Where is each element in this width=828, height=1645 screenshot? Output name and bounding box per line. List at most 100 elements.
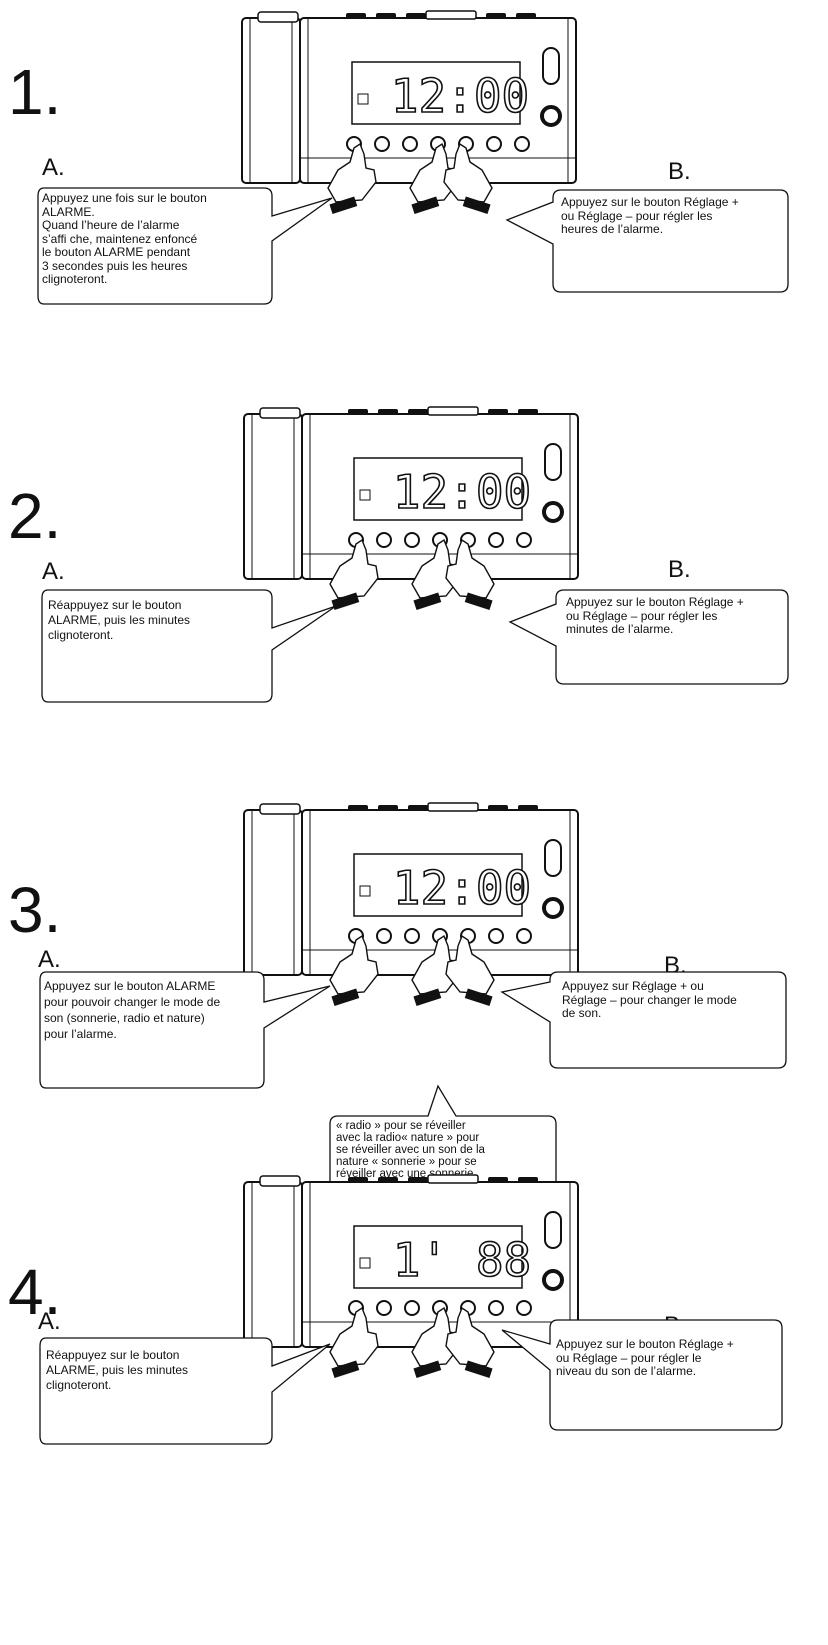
front-button <box>516 532 532 548</box>
pointing-hand-right <box>445 1306 495 1379</box>
label-a: A. <box>38 946 61 973</box>
pointing-hand-left <box>329 538 379 611</box>
top-button <box>346 13 366 19</box>
top-button <box>406 13 426 19</box>
lcd-digits: 12:00 <box>393 861 531 915</box>
pointing-hand-right <box>443 142 493 215</box>
alarm-icon <box>359 489 371 501</box>
lcd-window <box>353 1225 523 1289</box>
front-button <box>404 1300 420 1316</box>
front-button <box>516 1300 532 1316</box>
clock-radio-illustration: 1' 88 <box>243 1174 579 1379</box>
pointing-hand-right <box>445 538 495 611</box>
label-b: B. <box>668 556 691 583</box>
top-button <box>348 805 368 811</box>
front-button <box>374 136 390 152</box>
bubble-a-text: Réappuyez sur le bouton ALARME, puis les… <box>48 598 191 642</box>
bubble-b-shape <box>505 189 789 293</box>
projector-body <box>241 17 301 184</box>
snooze-bar <box>427 406 479 416</box>
front-button <box>376 1300 392 1316</box>
top-button <box>518 1177 538 1183</box>
lcd-digits: 12:00 <box>393 465 531 519</box>
step-number: 1. <box>8 56 62 128</box>
alarm-icon <box>357 93 369 105</box>
snooze-bar <box>427 1174 479 1184</box>
pointing-hand-left <box>329 1306 379 1379</box>
lcd-digits: 1' 88 <box>393 1233 531 1287</box>
front-button <box>404 532 420 548</box>
top-button <box>378 409 398 415</box>
top-button <box>408 409 428 415</box>
step-4: 4. A. B. 1' 88 Réappuyez sur le bouton A… <box>0 1174 828 1600</box>
pointing-hand-right <box>445 934 495 1007</box>
pointing-hand-left <box>329 934 379 1007</box>
top-button <box>516 13 536 19</box>
step-number: 2. <box>8 480 62 552</box>
top-button <box>518 805 538 811</box>
front-button <box>514 136 530 152</box>
power-knob <box>542 501 564 523</box>
top-button <box>408 1177 428 1183</box>
front-button <box>404 928 420 944</box>
snooze-bar <box>425 10 477 20</box>
bubble-b-text: Appuyez sur le bouton Réglage + ou Régla… <box>556 1337 734 1378</box>
rotary-slider <box>544 1211 562 1249</box>
projector-lens <box>259 803 301 815</box>
top-button <box>348 409 368 415</box>
step-3: 3. A. B. 12:00 Appuyez sur le bouton ALA… <box>0 800 828 1201</box>
step-1: 1. A. B. 12:00 Appuyez une fois sur le b… <box>0 0 828 400</box>
bubble-a-shape <box>39 1337 331 1445</box>
alarm-icon <box>359 885 371 897</box>
top-button <box>378 1177 398 1183</box>
lcd-window <box>353 457 523 521</box>
projector-body <box>243 1181 303 1348</box>
front-button <box>402 136 418 152</box>
bubble-b-text: Appuyez sur le bouton Réglage + ou Régla… <box>566 595 744 636</box>
top-button <box>488 805 508 811</box>
top-button <box>378 805 398 811</box>
top-button <box>348 1177 368 1183</box>
lcd-window <box>351 61 521 125</box>
projector-body <box>243 809 303 976</box>
label-b: B. <box>668 158 691 185</box>
projector-lens <box>259 407 301 419</box>
front-button <box>376 928 392 944</box>
bubble-a-text: Appuyez sur le bouton ALARME pour pouvoi… <box>44 979 221 1041</box>
label-a: A. <box>42 558 65 585</box>
bubble-b-text: Appuyez sur le bouton Réglage + ou Régla… <box>561 195 739 236</box>
power-knob <box>540 105 562 127</box>
top-button <box>376 13 396 19</box>
step-number: 3. <box>8 874 62 946</box>
bubble-b-text: Appuyez sur Réglage + ou Réglage – pour … <box>562 979 737 1020</box>
bubble-b-shape <box>500 971 787 1069</box>
bubble-b-shape <box>508 589 789 685</box>
rotary-slider <box>544 839 562 877</box>
alarm-icon <box>359 1257 371 1269</box>
bubble-a-shape <box>37 187 333 305</box>
lcd-window <box>353 853 523 917</box>
top-button <box>488 409 508 415</box>
power-knob <box>542 1269 564 1291</box>
projector-lens <box>259 1175 301 1187</box>
label-a: A. <box>38 1308 61 1335</box>
front-button <box>486 136 502 152</box>
bubble-a-shape <box>39 971 331 1089</box>
rotary-slider <box>544 443 562 481</box>
front-button <box>488 928 504 944</box>
front-button <box>488 532 504 548</box>
step-number: 4. <box>8 1256 62 1328</box>
front-button <box>376 532 392 548</box>
clock-radio-illustration: 12:00 <box>243 406 579 611</box>
top-button <box>486 13 506 19</box>
bubble-b-shape <box>501 1319 783 1431</box>
bubble-c-text: « radio » pour se réveiller avec la radi… <box>336 1120 485 1180</box>
pointing-hand-left <box>327 142 377 215</box>
clock-radio-illustration: 12:00 <box>243 802 579 1007</box>
projector-lens <box>257 11 299 23</box>
label-a: A. <box>42 154 65 181</box>
rotary-slider <box>542 47 560 85</box>
bubble-a-text: Appuyez une fois sur le bouton ALARME. Q… <box>42 191 207 286</box>
top-button <box>488 1177 508 1183</box>
snooze-bar <box>427 802 479 812</box>
